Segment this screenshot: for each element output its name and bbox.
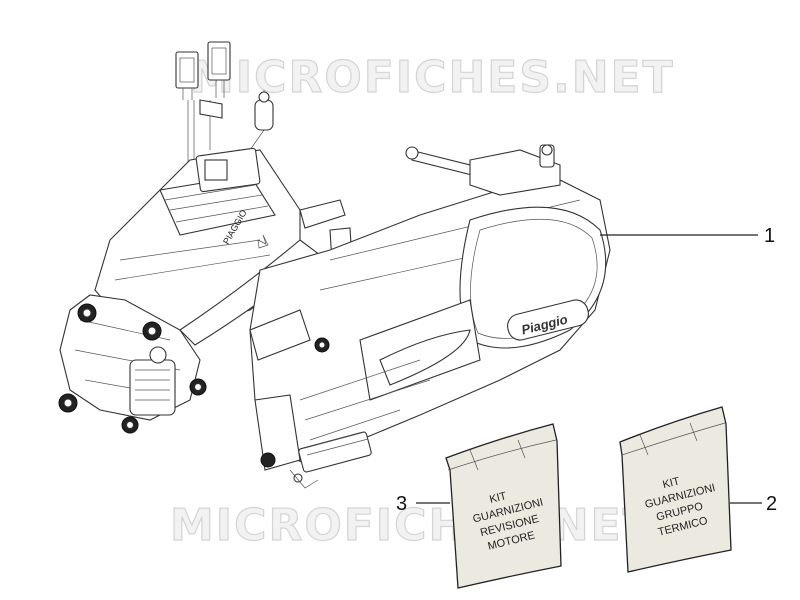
watermark-bottom: MICROFICHES.NET: [170, 500, 655, 551]
kit-text-line: KIT: [488, 490, 508, 506]
callout-number: 3: [396, 493, 407, 515]
engine-assembly[interactable]: PIAGGIO: [58, 41, 611, 489]
watermark-top: MICROFICHES.NET: [190, 52, 675, 103]
callout-2[interactable]: 2: [730, 493, 777, 515]
callout-number: 2: [766, 493, 777, 515]
kit-bag-gruppo-termico[interactable]: KIT GUARNIZIONI GRUPPO TERMICO: [619, 406, 732, 573]
transmission-casing: Piaggio: [249, 179, 611, 473]
callout-1[interactable]: 1: [600, 225, 775, 247]
wiring-harness: [175, 41, 274, 170]
callout-3[interactable]: 3: [396, 493, 450, 515]
kit-bag-revisione-motore[interactable]: KIT GUARNIZIONI REVISIONE MOTORE: [445, 423, 562, 589]
callout-number: 1: [764, 225, 775, 247]
engine-mount: [249, 309, 330, 489]
rear-shaft: [405, 144, 561, 196]
kit-text-line: KIT: [661, 475, 681, 491]
crankcase-front: [58, 294, 207, 434]
